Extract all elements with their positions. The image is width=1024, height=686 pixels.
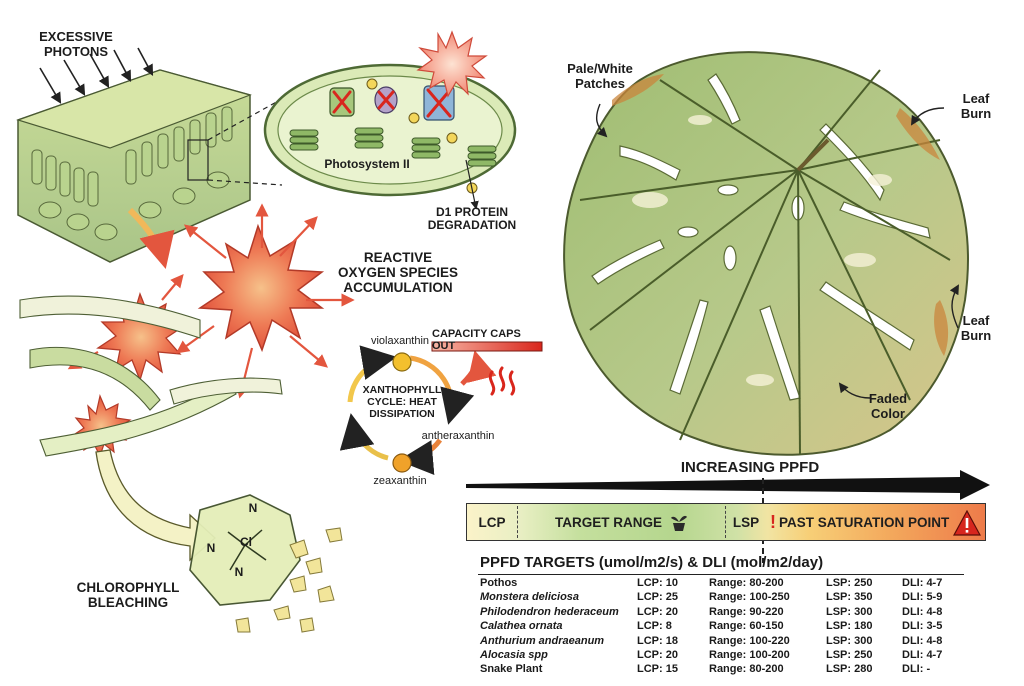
cell-lsp: LSP: 180 xyxy=(826,620,873,633)
table-row: Pothos LCP: 10 Range: 80-200 LSP: 250 DLI: 4… xyxy=(480,576,962,590)
cell-name: Snake Plant xyxy=(480,663,543,676)
table-row: Monstera deliciosa LCP: 25 Range: 100-250 L… xyxy=(480,590,962,604)
chloroplast xyxy=(263,30,517,210)
xanthophyll-label: XANTHOPHYLL CYCLE: HEAT DISSIPATION xyxy=(362,384,442,420)
molecule-n-left: N xyxy=(206,541,216,555)
cell-name: Pothos xyxy=(480,577,518,589)
photosystem-label: Photosystem II xyxy=(324,157,410,171)
cell-name: Philodendron hederaceum xyxy=(480,605,619,618)
cell-range: Range: 100-200 xyxy=(709,649,790,662)
molecule-n-top: N xyxy=(248,501,258,515)
target-range-label: TARGET RANGE xyxy=(555,514,662,530)
cell-lcp: LCP: 8 xyxy=(637,620,672,633)
chlorophyll-molecule xyxy=(95,449,343,633)
cell-name: Monstera deliciosa xyxy=(480,591,580,604)
cell-dli: DLI: 4-7 xyxy=(902,577,943,589)
monstera-leaf xyxy=(563,51,969,456)
faded-color-label: Faded Color xyxy=(868,391,908,421)
cell-dli: DLI: - xyxy=(902,663,931,676)
cell-name: Calathea ornata xyxy=(480,620,563,633)
warning-triangle-icon xyxy=(952,509,982,536)
alert-mark: ! xyxy=(770,511,776,532)
chlorophyll-bleaching-label: CHLOROPHYLL BLEACHING xyxy=(76,580,180,611)
d1-protein-label: D1 PROTEIN DEGRADATION xyxy=(427,205,517,233)
zeaxanthin-label: zeaxanthin xyxy=(373,475,427,487)
cell-dli: DLI: 5-9 xyxy=(902,591,943,604)
targets-table-title: PPFD TARGETS (umol/m2/s) & DLI (mol/m2/d… xyxy=(480,554,824,571)
ppfd-scale-bar: LCP TARGET RANGE LSP ! PAST SATURATION P… xyxy=(466,503,986,541)
lcp-divider xyxy=(517,506,518,538)
cell-lsp: LSP: 280 xyxy=(826,663,873,676)
lsp-segment: LSP xyxy=(732,514,760,530)
cell-range: Range: 90-220 xyxy=(709,605,784,618)
heat-waves-icon xyxy=(488,366,516,396)
cell-range: Range: 60-150 xyxy=(709,620,784,633)
cell-lcp: LCP: 20 xyxy=(637,649,678,662)
cell-lsp: LSP: 300 xyxy=(826,605,873,618)
violaxanthin-label: violaxanthin xyxy=(370,335,430,347)
ros-label: REACTIVE OXYGEN SPECIES ACCUMULATION xyxy=(337,250,459,296)
molecule-n-bottom: N xyxy=(234,565,244,579)
lcp-segment: LCP xyxy=(478,514,506,530)
pale-patches-label: Pale/White Patches xyxy=(567,61,633,91)
targets-table-rule xyxy=(478,574,964,575)
cell-dli: DLI: 4-7 xyxy=(902,649,943,662)
cell-dli: DLI: 4-8 xyxy=(902,605,943,618)
cell-lsp: LSP: 250 xyxy=(826,577,873,589)
cell-dli: DLI: 3-5 xyxy=(902,620,943,633)
cell-lcp: LCP: 18 xyxy=(637,634,678,647)
molecule-cl: Cl xyxy=(240,535,252,549)
cell-range: Range: 100-220 xyxy=(709,634,790,647)
target-divider xyxy=(725,506,726,538)
table-row: Philodendron hederaceum LCP: 20 Range: 90-… xyxy=(480,605,962,619)
past-saturation-segment: PAST SATURATION POINT xyxy=(779,514,950,530)
target-range-segment: TARGET RANGE xyxy=(519,504,724,540)
table-row: Anthurium andraeanum LCP: 18 Range: 100-22… xyxy=(480,634,962,648)
cell-range: Range: 80-200 xyxy=(709,663,784,676)
thylakoid-membranes xyxy=(19,295,283,457)
leaf-tissue-cross-section xyxy=(16,47,283,263)
cell-lsp: LSP: 250 xyxy=(826,649,873,662)
antheraxanthin-label: antheraxanthin xyxy=(421,430,495,442)
table-row: Calathea ornata LCP: 8 Range: 60-150 LSP: 1… xyxy=(480,619,962,633)
cell-lcp: LCP: 10 xyxy=(637,577,678,589)
cell-range: Range: 100-250 xyxy=(709,591,790,604)
leaf-burn-right-label: Leaf Burn xyxy=(960,313,992,343)
cell-lsp: LSP: 350 xyxy=(826,591,873,604)
cell-name: Alocasia spp xyxy=(480,649,548,662)
table-row: Alocasia spp LCP: 20 Range: 100-200 LSP: 25… xyxy=(480,648,962,662)
ppfd-scale-title: INCREASING PPFD xyxy=(680,459,820,476)
cell-name: Anthurium andraeanum xyxy=(480,634,605,647)
capacity-label: CAPACITY CAPS OUT xyxy=(432,328,521,353)
cell-range: Range: 80-200 xyxy=(709,577,784,589)
cell-dli: DLI: 4-8 xyxy=(902,634,943,647)
table-row: Snake Plant LCP: 15 Range: 80-200 LSP: 280 D… xyxy=(480,662,962,676)
cell-lsp: LSP: 300 xyxy=(826,634,873,647)
cell-lcp: LCP: 20 xyxy=(637,605,678,618)
arrow-right-icon xyxy=(466,470,990,500)
leaf-burn-top-label: Leaf Burn xyxy=(960,91,992,121)
cell-lcp: LCP: 25 xyxy=(637,591,678,604)
potted-plant-icon xyxy=(670,512,688,532)
excessive-photons-label: EXCESSIVE PHOTONS xyxy=(39,29,113,59)
xanthophyll-cycle xyxy=(339,341,543,476)
cell-lcp: LCP: 15 xyxy=(637,663,678,676)
